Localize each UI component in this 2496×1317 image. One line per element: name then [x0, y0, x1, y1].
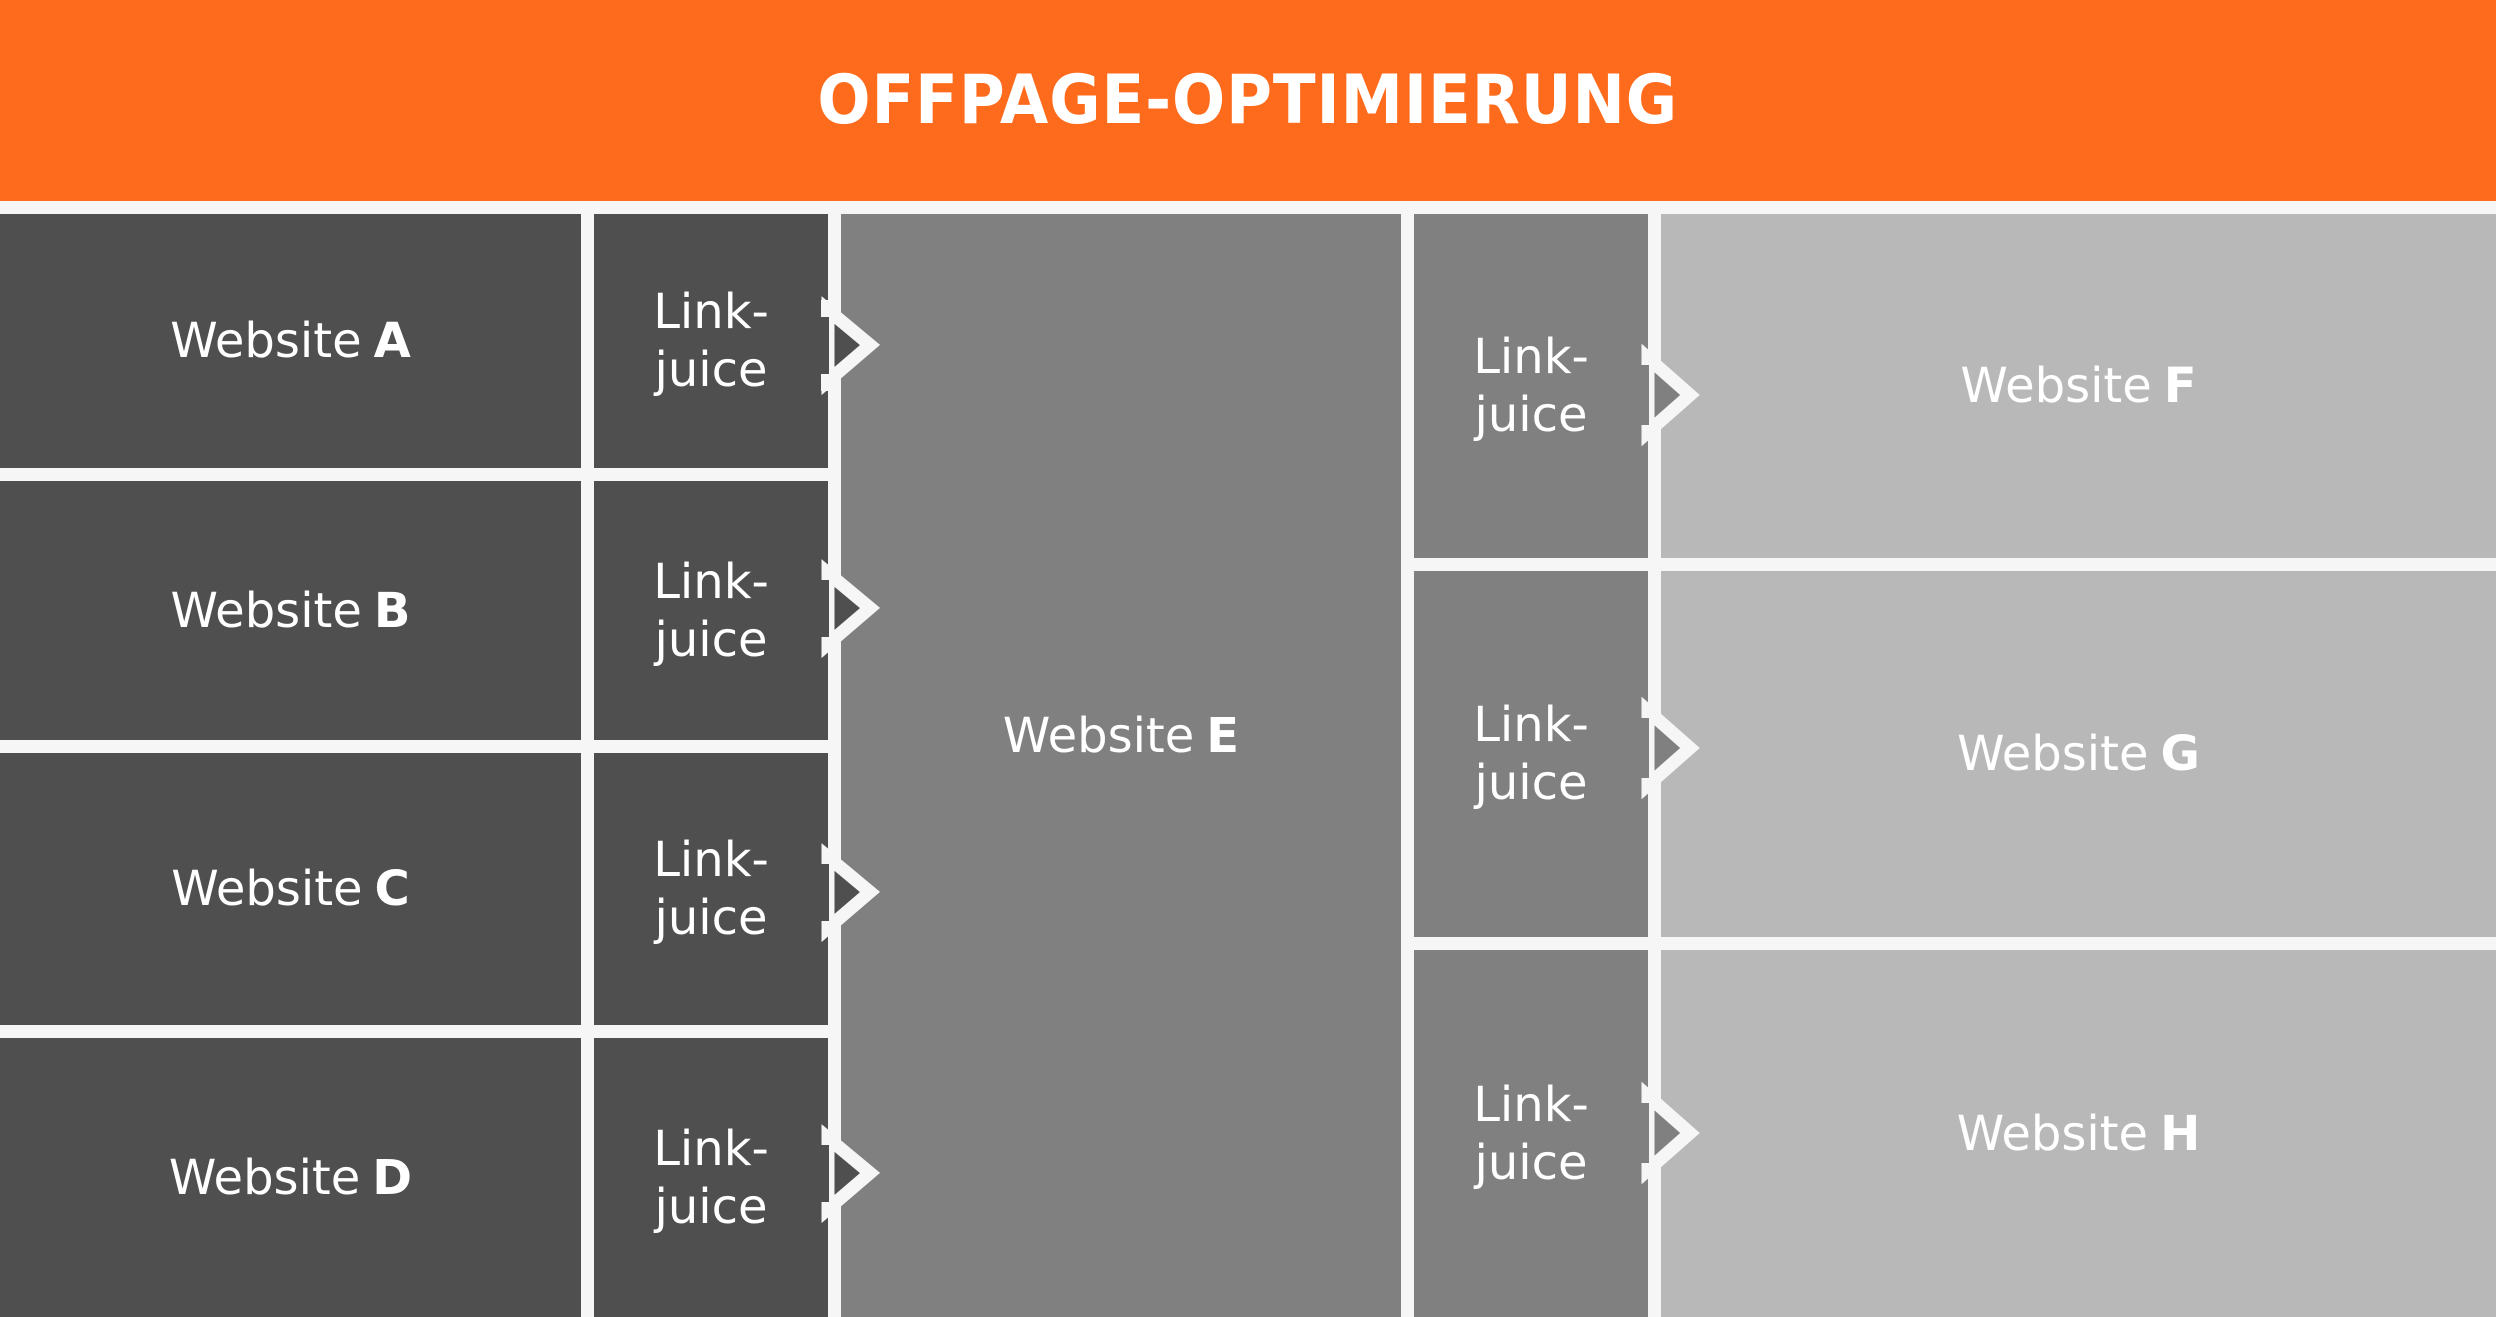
linkjuice-g: Link- juice: [1414, 571, 1648, 937]
linkjuice-line1: Link-: [653, 1120, 769, 1177]
linkjuice-line2: juice: [654, 1178, 768, 1235]
linkjuice-b: Link- juice: [594, 481, 828, 740]
linkjuice-line1: Link-: [653, 832, 769, 888]
linkjuice-line2: juice: [654, 890, 768, 946]
linkjuice-line1: Link-: [653, 553, 769, 610]
linkjuice-d: Link- juice: [594, 1038, 828, 1317]
linkjuice-h: Link- juice: [1414, 950, 1648, 1317]
linkjuice-line1: Link-: [653, 284, 769, 340]
linkjuice-line2: juice: [654, 611, 768, 668]
linkjuice-f: Link- juice: [1414, 214, 1648, 558]
linkjuice-c: Link- juice: [594, 753, 828, 1025]
linkjuice-line1: Link-: [1473, 329, 1589, 385]
linkjuice-line2: juice: [654, 342, 768, 398]
linkjuice-a: Link- juice: [594, 214, 828, 468]
header-banner: OFFPAGE-OPTIMIERUNG: [0, 0, 2496, 201]
linkjuice-line2: juice: [1474, 387, 1588, 443]
linkjuice-line1: Link-: [1473, 697, 1589, 753]
linkjuice-line2: juice: [1474, 1134, 1588, 1191]
linkjuice-line2: juice: [1474, 755, 1588, 811]
diagram-title: OFFPAGE-OPTIMIERUNG: [817, 61, 1679, 140]
linkjuice-line1: Link-: [1473, 1076, 1589, 1133]
